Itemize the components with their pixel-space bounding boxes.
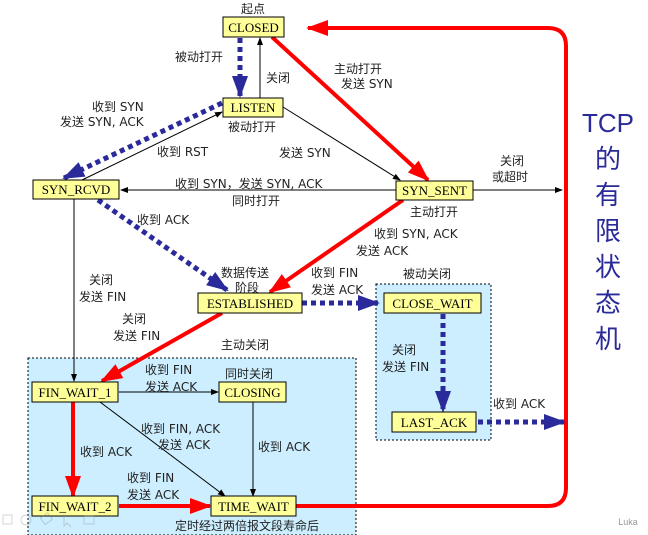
state-syn-rcvd-label: SYN_RCVD (42, 182, 111, 197)
label-close-listen: 关闭 (266, 71, 290, 85)
state-last-ack: LAST_ACK (391, 411, 477, 433)
pen-icon[interactable] (20, 514, 32, 526)
title-char: 有 (595, 180, 621, 210)
state-closing-label: CLOSING (224, 385, 280, 400)
title-char: 限 (595, 216, 621, 246)
state-closed: CLOSED (222, 16, 285, 38)
eraser-icon[interactable] (39, 512, 54, 526)
label-recv-fin-fw1: 收到 FIN (145, 363, 192, 377)
label-send-ack-fw1: 发送 ACK (145, 379, 198, 394)
arrow-established-to-fin-wait-1 (100, 311, 223, 383)
arrow-fin-wait-1-to-time-wait (99, 401, 226, 497)
label-active-open: 主动打开 (334, 62, 382, 76)
label-close-est: 关闭 (122, 312, 146, 326)
label-recv-ack-fw1: 收到 ACK (80, 445, 133, 459)
state-listen: LISTEN (222, 97, 284, 118)
arrow-listen-to-syn-sent (282, 106, 401, 181)
label-send-fin-est: 发送 FIN (113, 328, 160, 343)
title-char: 状 (595, 252, 621, 282)
state-last-ack-label: LAST_ACK (401, 415, 468, 430)
label-recv-fin: 收到 FIN (311, 266, 358, 280)
state-close-wait-label: CLOSE_WAIT (392, 296, 472, 311)
label-send-ack-diag: 发送 ACK (158, 437, 211, 452)
label-send-ack: 发送 ACK (356, 243, 409, 258)
label-send-ack2: 发送 ACK (311, 282, 364, 297)
label-active-close: 主动关闭 (221, 338, 269, 352)
title-char: 机 (595, 324, 621, 354)
label-passive-open-left: 被动打开 (175, 50, 223, 64)
state-listen-label: LISTEN (231, 100, 276, 115)
grid-icon[interactable] (2, 514, 13, 525)
state-time-wait: TIME_WAIT (210, 495, 297, 517)
label-start: 起点 (241, 2, 265, 16)
title-char: 的 (595, 144, 621, 174)
label-send-fin-cw: 发送 FIN (382, 359, 429, 374)
state-fin-wait-2: FIN_WAIT_2 (31, 495, 119, 517)
label-data-transfer-2: 阶段 (235, 280, 259, 295)
label-listen-sub: 被动打开 (228, 120, 276, 134)
arrow-syn-rcvd-to-listen (81, 111, 223, 181)
arrow-closed-to-syn-sent (270, 35, 430, 182)
label-send-fin-left: 发送 FIN (79, 289, 126, 304)
title-char: 态 (595, 288, 621, 318)
state-close-wait: CLOSE_WAIT (383, 292, 482, 314)
state-established-label: ESTABLISHED (207, 296, 293, 311)
state-fin-wait-2-label: FIN_WAIT_2 (39, 499, 112, 514)
label-close-left: 关闭 (89, 273, 113, 287)
arrow-time-wait-to-closed (296, 20, 568, 508)
state-closing: CLOSING (218, 381, 287, 403)
label-recv-fin-fw2: 收到 FIN (127, 471, 174, 485)
label-simul-open: 同时打开 (232, 194, 280, 208)
watermark: Luka (618, 517, 638, 527)
label-recv-syn-ack: 收到 SYN, ACK (374, 227, 459, 241)
label-close: 关闭 (500, 154, 524, 168)
label-passive-close: 被动关闭 (403, 267, 451, 281)
label-send-syn-ack: 发送 SYN, ACK (60, 114, 145, 129)
state-syn-sent-label: SYN_SENT (402, 183, 467, 198)
state-syn-sent: SYN_SENT (395, 180, 474, 201)
label-send-syn: 发送 SYN (279, 145, 331, 160)
overlay-toolbar (2, 512, 95, 528)
title-tcp: TCP (582, 108, 634, 138)
label-send-syn-top: 发送 SYN (341, 76, 393, 91)
arrow-listen-to-syn-rcvd (62, 100, 224, 181)
label-send-ack-fw2: 发送 ACK (127, 487, 180, 502)
camera-icon[interactable] (83, 515, 95, 525)
label-simul-syn: 收到 SYN，发送 SYN, ACK (175, 176, 323, 191)
state-time-wait-label: TIME_WAIT (218, 499, 289, 514)
label-recv-ack-last: 收到 ACK (493, 397, 546, 411)
label-timeout-2msl: 定时经过两倍报文段寿命后 (175, 518, 319, 533)
label-recv-rst: 收到 RST (157, 145, 209, 159)
label-recv-ack: 收到 ACK (137, 213, 190, 227)
pointer-icon[interactable] (63, 514, 72, 528)
state-fin-wait-1: FIN_WAIT_1 (31, 381, 119, 403)
label-simul-close: 同时关闭 (225, 367, 273, 381)
state-fin-wait-1-label: FIN_WAIT_1 (39, 385, 112, 400)
label-or-timeout: 或超时 (492, 169, 528, 184)
label-data-transfer-1: 数据传送 (221, 265, 269, 280)
diagram-title: TCP 的 有 限 状 态 机 (582, 108, 634, 354)
state-syn-rcvd: SYN_RCVD (32, 179, 120, 200)
label-close-cw: 关闭 (392, 343, 416, 357)
state-established: ESTABLISHED (197, 292, 303, 314)
label-recv-syn: 收到 SYN (92, 100, 144, 114)
arrow-syn-sent-to-established (268, 198, 405, 294)
label-recv-fin-ack: 收到 FIN, ACK (141, 422, 221, 436)
label-recv-ack-closing: 收到 ACK (258, 440, 311, 454)
label-syn-sent-sub: 主动打开 (410, 205, 458, 219)
state-closed-label: CLOSED (228, 20, 279, 35)
